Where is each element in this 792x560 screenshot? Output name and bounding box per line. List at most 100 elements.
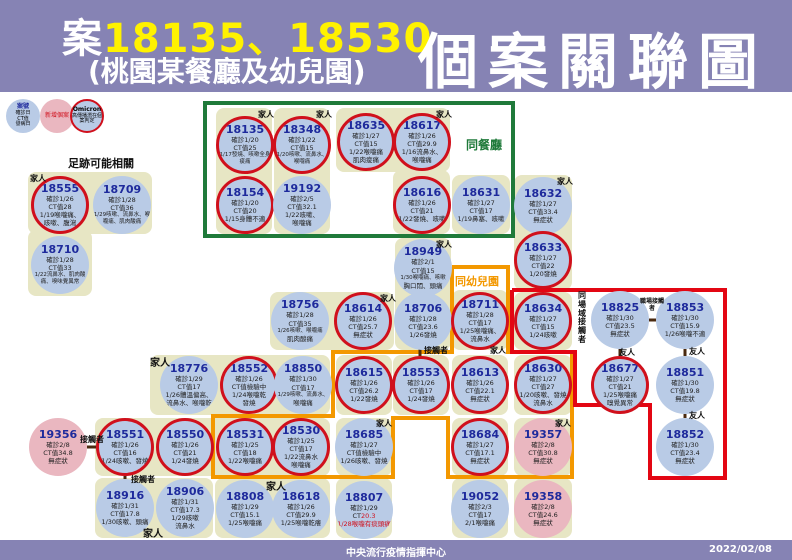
legend-omicron-label: Omicron [72, 105, 102, 113]
case-detail: 無症狀 [470, 395, 490, 404]
case-detail: 確診1/30 [671, 378, 699, 387]
case-detail: 發燒 [242, 399, 256, 408]
case-detail: CT值34.8 [43, 448, 73, 457]
case-detail: 確診1/27 [467, 198, 495, 207]
case-detail: CT值17 [409, 386, 433, 395]
case-number: 19356 [38, 427, 78, 441]
case-number: 18614 [343, 301, 383, 315]
case-detail-prefix: CT [352, 511, 362, 520]
case-number: 18807 [344, 490, 384, 504]
case-detail: 1/30咳嗽、頭痛 [101, 518, 149, 527]
case-detail: 肌肉痠痛 [353, 156, 379, 165]
case-number: 18530 [281, 423, 321, 437]
case-number: 18709 [102, 182, 142, 196]
case-detail-highlight: 1/28喉嚨有痰頭痛 [337, 520, 391, 529]
case-detail: 無症狀 [353, 331, 373, 340]
case-detail: 1/29咳嗽、流鼻水、喉嚨痛、肌肉酸痛 [93, 212, 151, 226]
case-detail: CT值33 [48, 264, 72, 273]
case-detail: 確診1/28 [46, 256, 74, 265]
case-number: 18906 [165, 484, 205, 498]
case-number: 18825 [600, 300, 640, 314]
family-label: 家人 [490, 346, 506, 355]
case-number: 18615 [344, 365, 384, 379]
case-detail: 胸口悶、頭痛 [403, 281, 443, 290]
case-detail: 確診1/30 [671, 440, 699, 449]
case-number: 18677 [600, 361, 640, 375]
case-detail: 無症狀 [533, 216, 553, 225]
case-detail: 1/25喉嚨痛、 [459, 327, 501, 336]
case-number: 18634 [523, 301, 563, 315]
case-detail: 1/22咳嗽、 [284, 211, 320, 220]
case-number: 18631 [461, 185, 501, 199]
case-detail: CT值22 [531, 261, 555, 270]
case-detail: 確診1/27 [529, 253, 557, 262]
case-detail: CT值17 [289, 444, 313, 453]
case-detail: CT值21 [608, 382, 632, 391]
case-detail: 確診1/26 [408, 131, 436, 140]
case-detail: 1/29咳嗽、流鼻水、 [277, 391, 329, 398]
case-detail: 1/29咳嗽 [171, 514, 199, 523]
case-detail: 肌肉酸痛 [287, 334, 313, 343]
case-detail: 2/1喉嚨痛 [465, 519, 495, 528]
case-detail: 確診1/28 [108, 196, 136, 205]
case-detail: 確診1/30 [606, 313, 634, 322]
case-number: 18776 [169, 361, 209, 375]
family-label: 家人 [266, 482, 286, 493]
case-detail: CT值17.8 [110, 509, 140, 518]
legend-line: 高傳播潛在個案判定 [72, 112, 103, 125]
case-detail: 1/24咳嗽 [529, 331, 557, 340]
case-detail: 確診1/26 [408, 198, 436, 207]
case-number: 18348 [282, 122, 322, 136]
case-detail: 確診1/27 [466, 440, 494, 449]
case-detail: 1/25喉嚨痛 [227, 519, 263, 528]
connectors [87, 318, 687, 479]
case-detail: CT值檢驗中 [231, 382, 267, 391]
case-detail: 無症狀 [610, 330, 630, 339]
footer-org: 中央流行疫情指揮中心 [346, 548, 446, 559]
family-label: 家人 [436, 110, 452, 119]
case-number: 18851 [665, 365, 705, 379]
case-detail: 確診2/3 [468, 502, 492, 511]
case-number: 18552 [229, 361, 269, 375]
case-detail: 無症狀 [470, 457, 490, 466]
family-label: 家人 [436, 240, 452, 249]
case-detail: 1/26喉嚨不適 [664, 330, 706, 339]
case-detail: 1/24咳嗽、發燒 [101, 457, 149, 466]
case-detail: 確診1/27 [529, 314, 557, 323]
legend-line: CT值 [17, 115, 29, 122]
case-number: 18630 [523, 361, 563, 375]
case-number: 18618 [281, 489, 321, 503]
case-detail: 1/22喉嚨痛 [348, 148, 384, 157]
kindergarten-label: 同幼兒園 [455, 275, 499, 288]
family-label: 家人 [150, 358, 170, 369]
case-detail: 確診1/26 [46, 194, 74, 203]
footer-date: 2022/02/08 [709, 544, 772, 555]
case-detail: 咳嗽、腹瀉 [43, 219, 77, 228]
family-label: 家人 [258, 110, 274, 119]
case-number: 18949 [403, 245, 443, 259]
legend-new-case: 新增個案 [40, 99, 74, 133]
case-number: 18853 [665, 300, 705, 314]
family-label: 家人 [380, 294, 396, 303]
case-detail: 1/24發燒 [407, 395, 435, 404]
footer-bar: 中央流行疫情指揮中心 2022/02/08 [0, 540, 792, 560]
